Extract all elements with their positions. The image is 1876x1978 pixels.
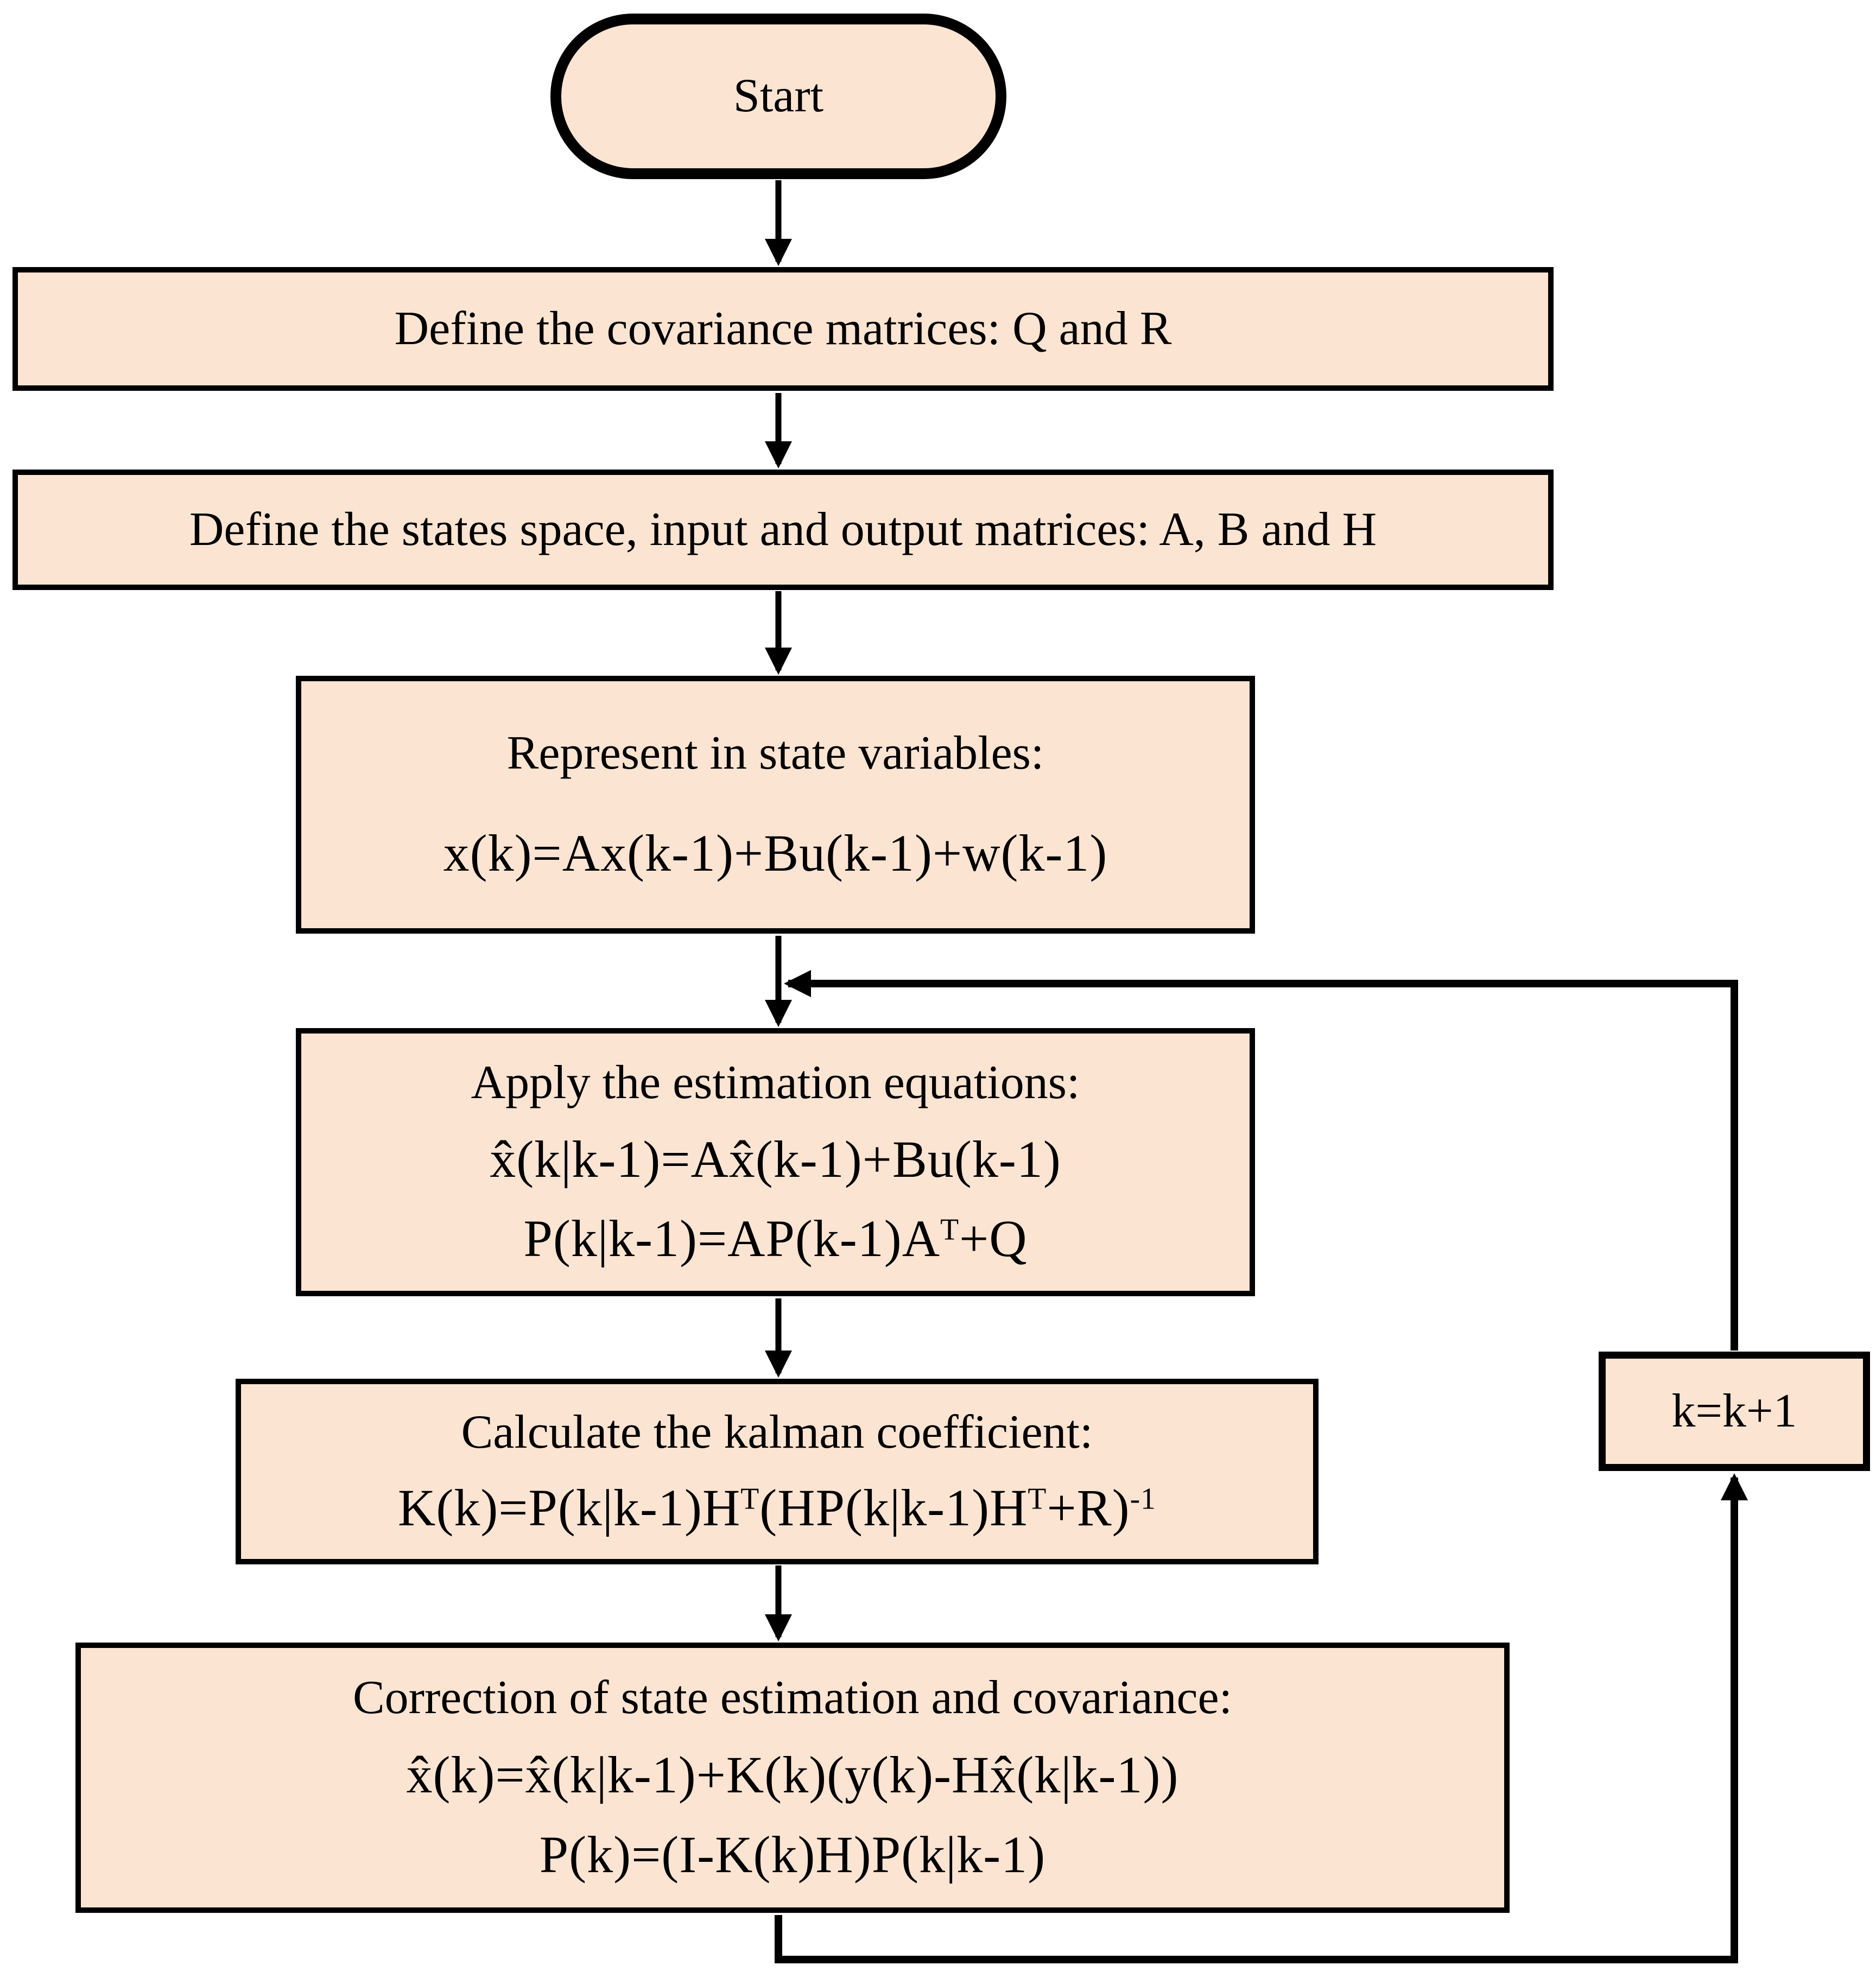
equation-superscript: -1 xyxy=(1130,1482,1156,1516)
node-kalman-equation: K(k)=P(k|k-1)HT(HP(k|k-1)HT+R)-1 xyxy=(398,1479,1156,1537)
node-correction-equation-2: P(k)=(I-K(k)H)P(k|k-1) xyxy=(539,1825,1046,1884)
equation-fragment: +Q xyxy=(959,1209,1028,1268)
node-correction: Correction of state estimation and covar… xyxy=(75,1643,1510,1913)
node-estimation-equation-1: x̂(k|k-1)=Ax̂(k-1)+Bu(k-1) xyxy=(490,1130,1061,1189)
node-define-covariance: Define the covariance matrices: Q and R xyxy=(12,267,1554,391)
equation-superscript: T xyxy=(1028,1482,1047,1516)
node-correction-title: Correction of state estimation and covar… xyxy=(352,1671,1233,1724)
equation-fragment: K(k)=P(k|k-1)H xyxy=(398,1479,741,1537)
node-estimation-equations: Apply the estimation equations: x̂(k|k-1… xyxy=(296,1028,1255,1296)
node-start: Start xyxy=(550,14,1006,179)
node-kalman-coefficient: Calculate the kalman coefficient: K(k)=P… xyxy=(236,1379,1319,1564)
node-estimation-equation-2: P(k|k-1)=AP(k-1)AT+Q xyxy=(523,1209,1028,1268)
node-increment-k-label: k=k+1 xyxy=(1671,1384,1797,1437)
node-represent-equation: x(k)=Ax(k-1)+Bu(k-1)+w(k-1) xyxy=(443,823,1108,882)
node-start-label: Start xyxy=(733,69,824,123)
node-estimation-title: Apply the estimation equations: xyxy=(471,1056,1080,1109)
node-increment-k: k=k+1 xyxy=(1599,1352,1870,1471)
node-kalman-title: Calculate the kalman coefficient: xyxy=(461,1405,1093,1459)
equation-superscript: T xyxy=(940,1213,960,1247)
equation-fragment: +R) xyxy=(1047,1479,1130,1537)
equation-fragment: (HP(k|k-1)H xyxy=(759,1479,1028,1537)
equation-fragment: P(k|k-1)=AP(k-1)A xyxy=(523,1209,941,1268)
node-define-covariance-label: Define the covariance matrices: Q and R xyxy=(394,302,1172,355)
loop-line-kk1-to-estimate xyxy=(784,970,1738,1351)
loop-line-correction-to-kk1 xyxy=(775,1473,1748,1963)
node-define-state-space: Define the states space, input and outpu… xyxy=(12,470,1554,590)
node-correction-equation-1: x̂(k)=x̂(k|k-1)+K(k)(y(k)-Hx̂(k|k-1)) xyxy=(406,1746,1179,1804)
node-define-state-space-label: Define the states space, input and outpu… xyxy=(189,503,1377,556)
node-represent-state-variables: Represent in state variables: x(k)=Ax(k-… xyxy=(296,676,1255,934)
node-represent-title: Represent in state variables: xyxy=(506,727,1044,780)
equation-superscript: T xyxy=(740,1482,760,1516)
